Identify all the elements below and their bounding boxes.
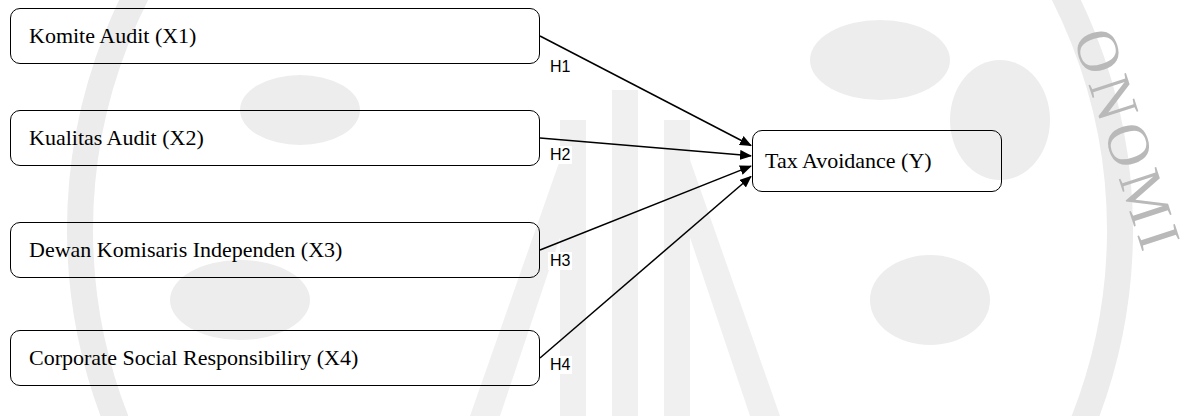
variable-box: Dewan Komisaris Independen (X3) bbox=[10, 222, 540, 278]
variable-name: Tax Avoidance (Y) bbox=[765, 148, 932, 174]
hypothesis-arrow bbox=[540, 36, 751, 146]
hypothesis-arrow bbox=[540, 177, 751, 359]
hypothesis-label: H2 bbox=[548, 146, 572, 164]
variable-name: Komite Audit (X1) bbox=[29, 23, 196, 49]
watermark-texture bbox=[170, 20, 1050, 345]
hypothesis-arrow bbox=[540, 166, 751, 250]
variable-name: Kualitas Audit (X2) bbox=[29, 125, 204, 151]
variable-name: Dewan Komisaris Independen (X3) bbox=[29, 237, 342, 263]
hypothesis-label: H3 bbox=[548, 252, 572, 270]
variable-box: Komite Audit (X1) bbox=[10, 8, 540, 64]
watermark-text: ONOMI bbox=[1058, 20, 1196, 263]
watermark-emblem bbox=[470, 90, 780, 416]
variable-name: Corporate Social Responsibiliry (X4) bbox=[29, 345, 358, 371]
variable-box: Kualitas Audit (X2) bbox=[10, 110, 540, 166]
variable-box: Corporate Social Responsibiliry (X4) bbox=[10, 330, 540, 386]
dependent-variable-box: Tax Avoidance (Y) bbox=[752, 130, 1002, 192]
hypothesis-label: H4 bbox=[548, 356, 572, 374]
hypothesis-label: H1 bbox=[548, 58, 572, 76]
